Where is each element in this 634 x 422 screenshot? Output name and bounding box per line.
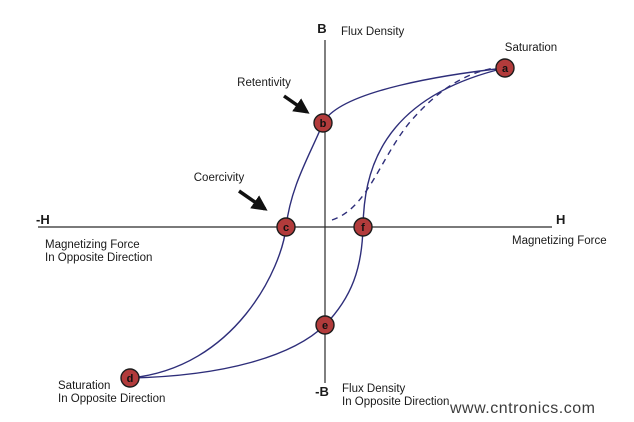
point-c: c: [276, 217, 296, 237]
saturation-opposite-line1: Saturation: [58, 380, 110, 392]
point-e-marker: [315, 315, 335, 335]
retentivity-label: Retentivity: [237, 77, 291, 89]
point-d-marker: [120, 368, 140, 388]
point-d-letter: d: [127, 373, 134, 385]
neg-b-axis-label: -B: [315, 384, 329, 399]
point-a-marker: [495, 58, 515, 78]
point-b: b: [313, 113, 333, 133]
retentivity-arrow: [283, 94, 310, 114]
h-axis-label: H: [556, 212, 565, 227]
point-e-letter: e: [322, 320, 328, 332]
magnetizing-force-left-line1: Magnetizing Force: [45, 239, 140, 251]
magnetizing-force-left-line2: In Opposite Direction: [45, 252, 152, 264]
neg-h-axis-label: -H: [36, 212, 50, 227]
point-b-marker: [313, 113, 333, 133]
point-d: d: [120, 368, 140, 388]
flux-density-label: Flux Density: [341, 26, 405, 38]
coercivity-label: Coercivity: [194, 172, 245, 184]
point-e: e: [315, 315, 335, 335]
coercivity-arrow: [238, 189, 268, 211]
saturation-opposite-line2: In Opposite Direction: [58, 393, 165, 405]
initial-magnetization-curve: [331, 66, 500, 221]
point-a: a: [495, 58, 515, 78]
magnetizing-force-right: Magnetizing Force: [512, 235, 607, 247]
b-axis-label: B: [317, 21, 326, 36]
watermark-text: www.cntronics.com: [449, 400, 595, 417]
flux-density-bottom-line1: Flux Density: [342, 383, 406, 395]
point-f: f: [353, 217, 373, 237]
point-b-letter: b: [320, 118, 327, 130]
hysteresis-loop-curve: [129, 67, 506, 379]
flux-density-bottom-line2: In Opposite Direction: [342, 396, 449, 408]
point-c-marker: [276, 217, 296, 237]
point-c-letter: c: [283, 222, 289, 234]
point-f-letter: f: [361, 222, 365, 234]
saturation-label: Saturation: [505, 42, 557, 54]
point-a-letter: a: [502, 63, 509, 75]
point-f-marker: [353, 217, 373, 237]
